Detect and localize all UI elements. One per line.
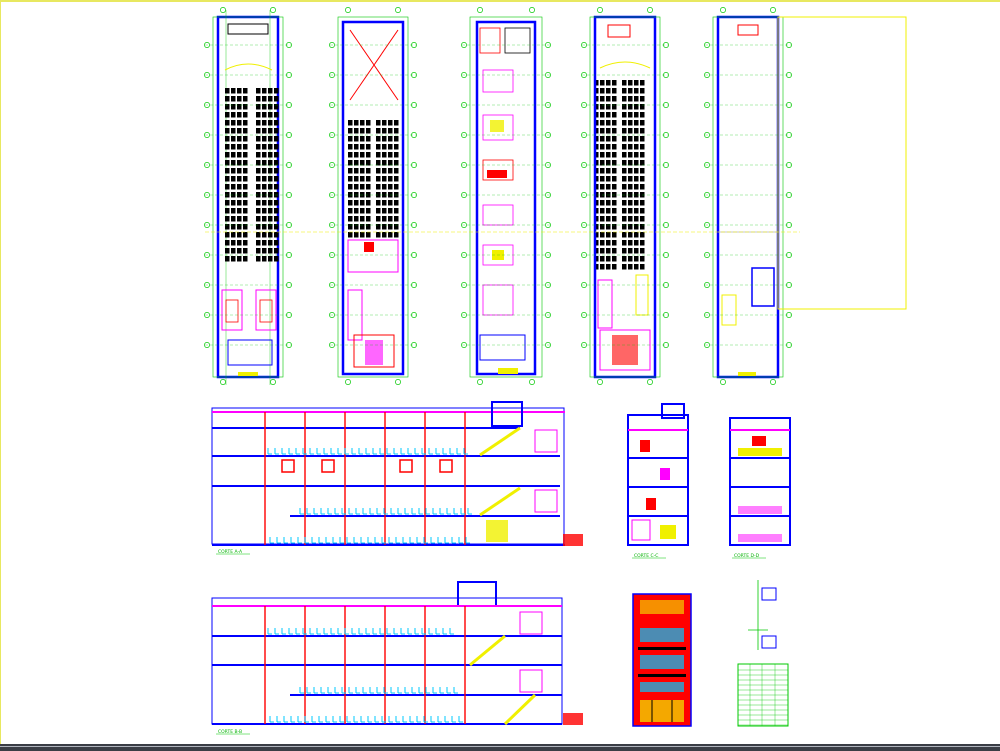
seating-block-left: [225, 80, 645, 270]
floor-plan-3: [469, 16, 543, 378]
section-c-c: CORTE C-C: [627, 403, 689, 559]
structural-grid-lines: [205, 44, 800, 346]
section-d-d: CORTE D-D: [729, 417, 791, 559]
sheet-top-border: [0, 0, 1000, 2]
section-a-a-chairs: [267, 448, 472, 544]
status-strip-line: [0, 746, 1000, 747]
sheet-left-border: [0, 0, 1, 745]
floor-plan-2: [337, 16, 409, 378]
floor-plan-1: [212, 10, 645, 385]
schedule-table-grid: [738, 664, 788, 726]
section-b-b-columns: [264, 606, 466, 724]
section-a-a-columns: [264, 412, 466, 545]
section-c-c-title: CORTE C-C: [634, 553, 658, 559]
section-b-b-title: CORTE B-B: [218, 729, 242, 735]
schedule-table: [737, 663, 789, 727]
section-b-b: CORTE B-B: [211, 581, 583, 735]
front-elevation: [632, 593, 692, 727]
section-b-b-chairs: [267, 628, 463, 723]
status-strip: [0, 744, 1000, 751]
section-a-a: CORTE A-A: [211, 401, 583, 555]
detail-drawings: [748, 580, 777, 650]
floor-plans-row: [204, 7, 907, 385]
floor-plan-5: [712, 15, 907, 379]
floor-plan-4: [589, 15, 661, 379]
section-d-d-title: CORTE D-D: [734, 553, 760, 559]
section-a-a-title: CORTE A-A: [218, 549, 243, 555]
grid-axis-bubbles: [204, 7, 792, 385]
